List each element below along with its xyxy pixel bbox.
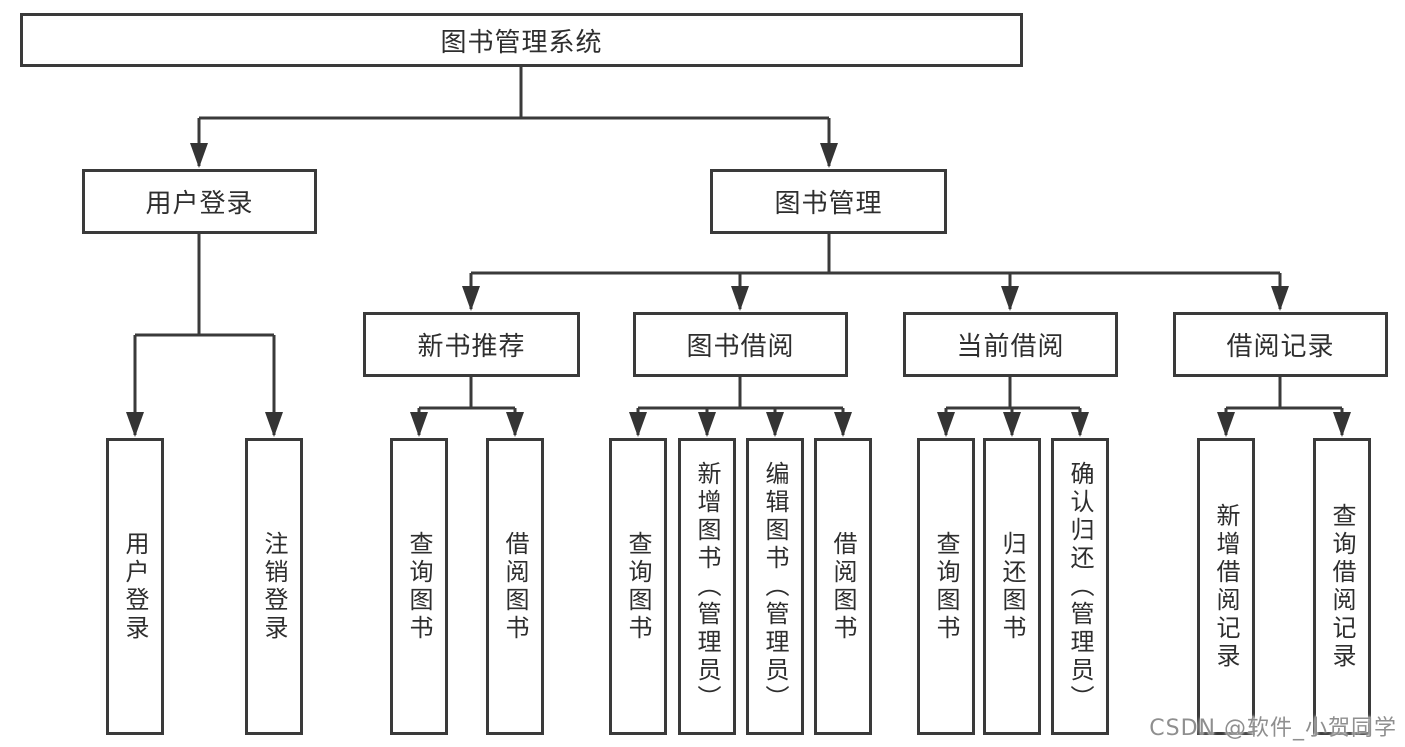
csdn-watermark: CSDN @软件_小贺同学 xyxy=(1149,716,1397,741)
branch-user-login-to-leaves xyxy=(133,233,276,435)
arrow-down-icon xyxy=(462,286,480,311)
branch-root-to-level2 xyxy=(197,67,831,166)
arrow-down-icon xyxy=(1001,286,1019,311)
arrow-down-icon xyxy=(937,412,955,437)
arrow-down-icon xyxy=(190,143,208,168)
arrow-down-icon xyxy=(1271,286,1289,311)
arrow-down-icon xyxy=(629,412,647,437)
leaf-return-book: 归还图书 xyxy=(983,438,1041,735)
leaf-query-books-borrow: 查询图书 xyxy=(609,438,667,735)
arrow-down-icon xyxy=(1003,412,1021,437)
node-current-borrow: 当前借阅 xyxy=(903,312,1118,377)
arrow-down-icon xyxy=(820,143,838,168)
branch-book-mgmt-to-level3 xyxy=(469,233,1282,309)
leaf-add-book-admin: 新增图书（管理员） xyxy=(678,438,736,735)
branch-new-book-to-leaves xyxy=(417,376,517,435)
leaf-query-borrow-record: 查询借阅记录 xyxy=(1313,438,1371,735)
arrow-down-icon xyxy=(766,412,784,437)
node-new-book-recommend: 新书推荐 xyxy=(363,312,580,377)
arrow-down-icons xyxy=(126,143,1351,437)
arrow-down-icon xyxy=(1217,412,1235,437)
leaf-query-books-recommend: 查询图书 xyxy=(390,438,448,735)
arrow-down-icon xyxy=(126,412,144,437)
arrow-down-icon xyxy=(410,412,428,437)
arrow-down-icon xyxy=(506,412,524,437)
leaf-logout: 注销登录 xyxy=(245,438,303,735)
leaf-confirm-return-admin: 确认归还（管理员） xyxy=(1051,438,1109,735)
node-library-management-system: 图书管理系统 xyxy=(20,13,1023,67)
leaf-add-borrow-record: 新增借阅记录 xyxy=(1197,438,1255,735)
leaf-edit-book-admin: 编辑图书（管理员） xyxy=(746,438,804,735)
leaf-borrow-books-recommend: 借阅图书 xyxy=(486,438,544,735)
branch-borrow-record-to-leaves xyxy=(1224,376,1344,435)
branch-book-borrow-to-leaves xyxy=(636,376,845,435)
arrow-down-icon xyxy=(698,412,716,437)
arrow-down-icon xyxy=(1333,412,1351,437)
node-book-borrow: 图书借阅 xyxy=(633,312,848,377)
arrow-down-icon xyxy=(1071,412,1089,437)
node-book-management: 图书管理 xyxy=(710,169,947,234)
leaf-query-books-current: 查询图书 xyxy=(917,438,975,735)
node-borrow-record: 借阅记录 xyxy=(1173,312,1388,377)
node-user-login: 用户登录 xyxy=(82,169,317,234)
leaf-borrow-books: 借阅图书 xyxy=(814,438,872,735)
leaf-user-login: 用户登录 xyxy=(106,438,164,735)
tree-branch-lines xyxy=(133,67,1344,435)
arrow-down-icon xyxy=(265,412,283,437)
arrow-down-icon xyxy=(834,412,852,437)
arrow-down-icon xyxy=(731,286,749,311)
